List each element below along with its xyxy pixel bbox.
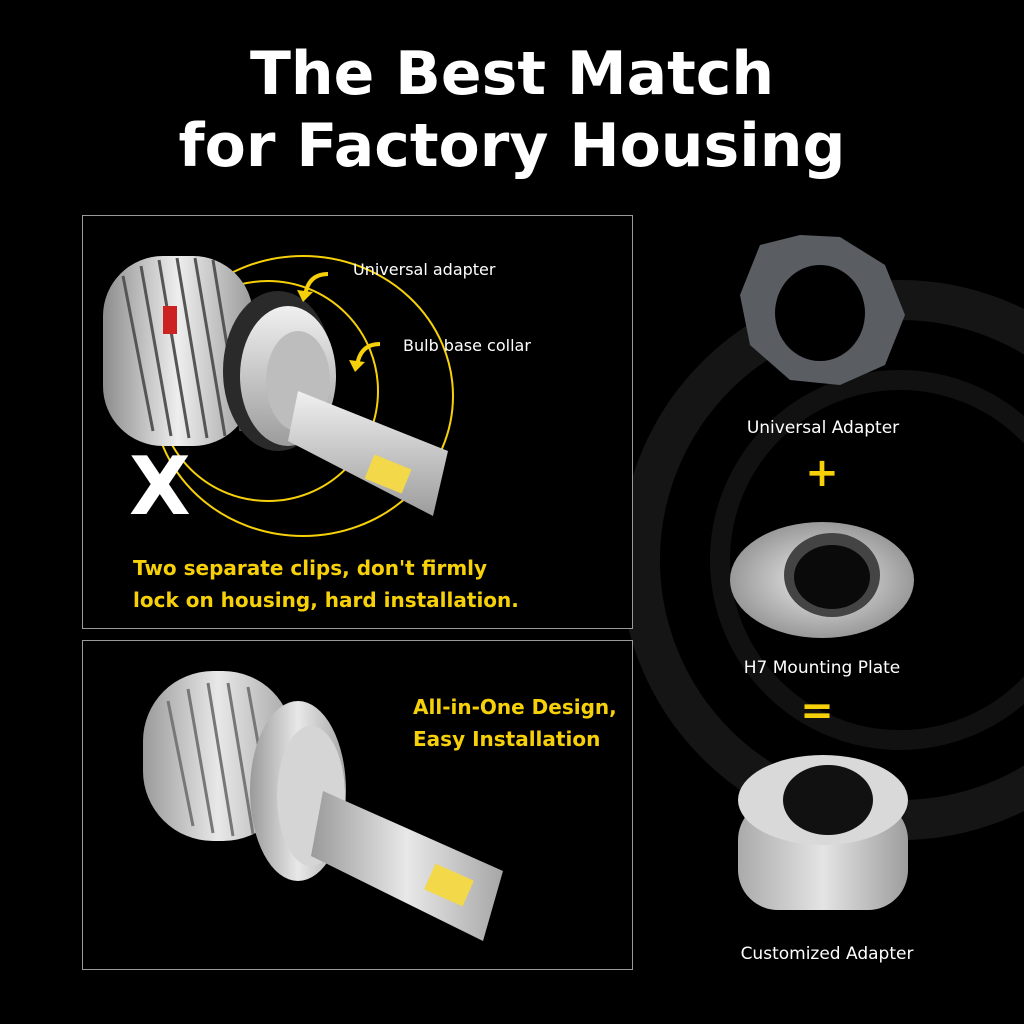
caption-line-2: Easy Installation	[413, 727, 601, 751]
caption-line-1: Two separate clips, don't firmly	[133, 556, 488, 580]
separate-clips-panel: Universal adapter Bulb base collar X Two…	[82, 215, 633, 629]
page-title: The Best Match for Factory Housing	[0, 38, 1024, 182]
title-line-2: for Factory Housing	[178, 111, 846, 181]
customized-adapter-image	[738, 755, 908, 910]
callout-bulb-base-collar: Bulb base collar	[403, 336, 531, 355]
title-line-1: The Best Match	[249, 39, 775, 109]
separate-clips-caption: Two separate clips, don't firmly lock on…	[133, 552, 519, 616]
curved-arrow-icon	[297, 272, 329, 302]
plus-sign: +	[805, 450, 839, 496]
curved-arrow-icon	[349, 342, 381, 372]
led-bulb-all-in-one-image	[143, 671, 503, 941]
all-in-one-caption: All-in-One Design, Easy Installation	[413, 691, 617, 755]
h7-mounting-plate-label: H7 Mounting Plate	[743, 658, 901, 678]
universal-adapter-image	[740, 235, 905, 385]
universal-adapter-label: Universal Adapter	[746, 418, 900, 438]
equals-sign: =	[800, 688, 834, 734]
customized-adapter-label: Customized Adapter	[740, 944, 914, 964]
all-in-one-panel: All-in-One Design, Easy Installation	[82, 640, 633, 970]
caption-line-2: lock on housing, hard installation.	[133, 588, 519, 612]
callout-universal-adapter: Universal adapter	[353, 260, 496, 279]
caption-line-1: All-in-One Design,	[413, 695, 617, 719]
h7-mounting-plate-image	[730, 522, 914, 638]
led-bulb-with-separate-clips-image	[103, 255, 454, 537]
cross-mark: X	[129, 440, 191, 533]
